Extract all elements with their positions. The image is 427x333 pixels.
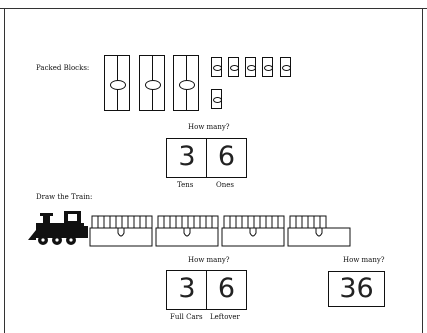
loaded-block [176, 216, 182, 228]
ten-block [173, 55, 199, 111]
total-answer-box[interactable]: 36 [328, 271, 385, 307]
loaded-block [266, 216, 272, 228]
loaded-block [200, 216, 206, 228]
loaded-block [278, 216, 284, 228]
loaded-block [242, 216, 248, 228]
loaded-block [182, 216, 188, 228]
train-car [156, 216, 218, 246]
train-cars [90, 216, 350, 246]
ones-digit: 6 [207, 141, 246, 172]
full-cars-digit: 3 [167, 273, 207, 304]
loaded-block [194, 216, 200, 228]
tens-digit: 3 [167, 141, 207, 172]
one-block [211, 57, 222, 77]
loaded-block [236, 216, 242, 228]
loaded-block [158, 216, 164, 228]
ten-block [104, 55, 130, 111]
loaded-block [314, 216, 320, 228]
frame-top-border [0, 8, 427, 9]
one-block [262, 57, 273, 77]
train-how-many-prompt: How many? [188, 256, 230, 264]
one-block [228, 57, 239, 77]
train-car [222, 216, 284, 246]
loaded-block [230, 216, 236, 228]
frame-left-border [4, 8, 5, 333]
train-car [288, 216, 350, 246]
ten-block [139, 55, 165, 111]
loaded-block [134, 216, 140, 228]
loaded-block [296, 216, 302, 228]
total-how-many-prompt: How many? [343, 256, 385, 264]
leftover-label: Leftover [210, 313, 240, 321]
loaded-block [206, 216, 212, 228]
blocks-how-many-prompt: How many? [188, 123, 230, 131]
one-block [211, 89, 222, 109]
loaded-block [122, 216, 128, 228]
tens-label: Tens [177, 181, 193, 189]
loaded-block [248, 216, 254, 228]
train-drawing [0, 200, 427, 250]
loaded-block [308, 216, 314, 228]
loaded-block [164, 216, 170, 228]
loaded-block [110, 216, 116, 228]
ones-label: Ones [216, 181, 234, 189]
leftover-answer-box[interactable]: 6 [206, 270, 247, 310]
loaded-block [212, 216, 218, 228]
loaded-block [140, 216, 146, 228]
leftover-digit: 6 [207, 273, 246, 304]
total-value: 36 [329, 273, 384, 304]
loaded-block [188, 216, 194, 228]
loaded-block [254, 216, 260, 228]
loaded-block [98, 216, 104, 228]
loaded-block [272, 216, 278, 228]
one-block [280, 57, 291, 77]
loaded-block [128, 216, 134, 228]
loaded-block [290, 216, 296, 228]
loaded-block [116, 216, 122, 228]
packed-blocks-label: Packed Blocks: [36, 64, 89, 72]
frame-right-border [422, 8, 423, 333]
loaded-block [92, 216, 98, 228]
loaded-block [104, 216, 110, 228]
tens-answer-box[interactable]: 3 [166, 138, 207, 178]
loaded-block [302, 216, 308, 228]
loaded-block [170, 216, 176, 228]
loaded-block [260, 216, 266, 228]
one-block [245, 57, 256, 77]
train-car [90, 216, 152, 246]
loaded-block [320, 216, 326, 228]
full-cars-label: Full Cars [170, 313, 203, 321]
locomotive-icon [28, 211, 88, 245]
loaded-block [146, 216, 152, 228]
full-cars-answer-box[interactable]: 3 [166, 270, 207, 310]
loaded-block [224, 216, 230, 228]
ones-answer-box[interactable]: 6 [206, 138, 247, 178]
